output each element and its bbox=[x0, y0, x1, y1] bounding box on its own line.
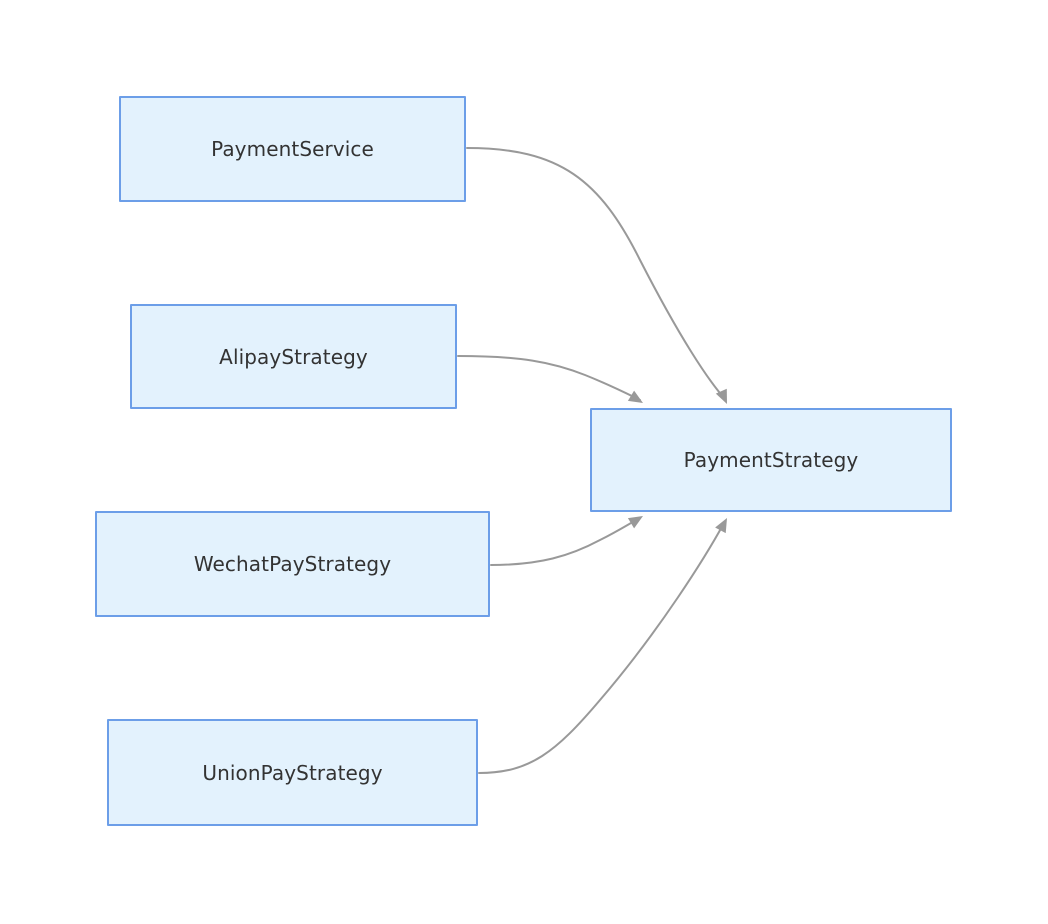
edge-alipay-strategy-to-payment-strategy bbox=[457, 355, 641, 401]
node-label: UnionPayStrategy bbox=[202, 760, 383, 785]
node-payment-strategy[interactable]: PaymentStrategy bbox=[590, 408, 952, 512]
edge-wechat-pay-strategy-to-payment-strategy-arrowhead bbox=[627, 516, 643, 529]
node-label: PaymentService bbox=[211, 137, 374, 161]
node-payment-service[interactable]: PaymentService bbox=[119, 96, 466, 202]
edge-wechat-pay-strategy-to-payment-strategy bbox=[490, 517, 641, 566]
node-label: PaymentStrategy bbox=[683, 448, 859, 472]
edge-payment-service-to-payment-strategy-arrowhead bbox=[715, 388, 727, 404]
node-alipay-strategy[interactable]: AlipayStrategy bbox=[130, 304, 457, 409]
edge-union-pay-strategy-to-payment-strategy-arrowhead bbox=[715, 518, 727, 534]
node-label: WechatPayStrategy bbox=[193, 552, 392, 576]
node-union-pay-strategy[interactable]: UnionPayStrategy bbox=[107, 719, 478, 826]
edge-payment-service-to-payment-strategy bbox=[466, 147, 726, 400]
edge-alipay-strategy-to-payment-strategy-arrowhead bbox=[627, 390, 643, 403]
node-wechat-pay-strategy[interactable]: WechatPayStrategy bbox=[95, 511, 490, 617]
edge-union-pay-strategy-to-payment-strategy bbox=[478, 522, 725, 774]
node-label: AlipayStrategy bbox=[219, 344, 368, 369]
